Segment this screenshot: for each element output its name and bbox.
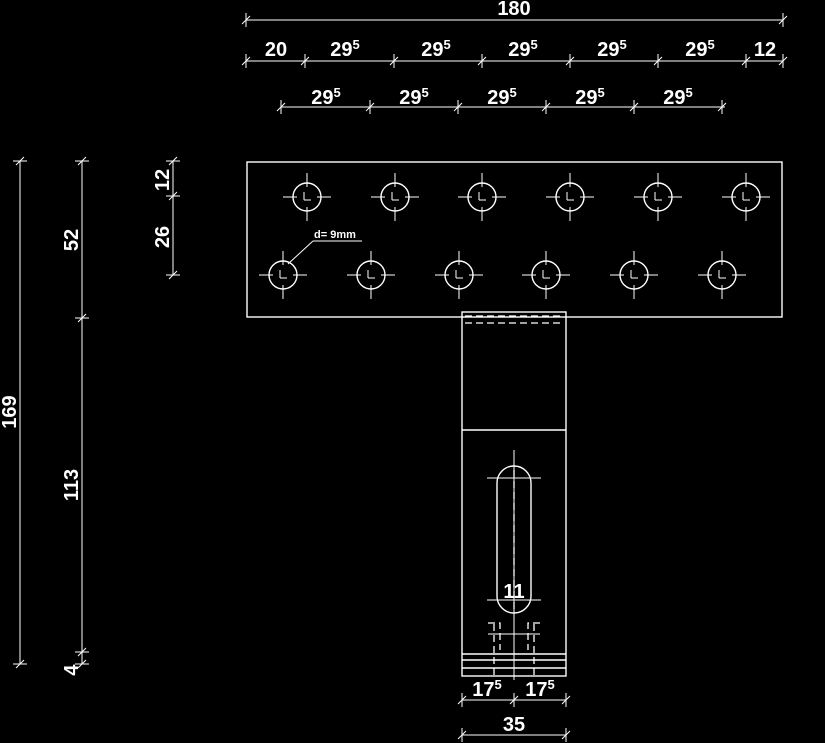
dim-row2-seg-3: 295 xyxy=(575,85,604,109)
dim-row2-seg-4: 295 xyxy=(663,85,692,109)
dim-row1-seg-3: 295 xyxy=(508,37,537,61)
svg-text:20: 20 xyxy=(265,39,287,61)
stem-lower-details xyxy=(488,622,540,676)
svg-text:295: 295 xyxy=(487,85,516,109)
svg-text:295: 295 xyxy=(399,85,428,109)
dim-row1-seg-0: 20 xyxy=(265,39,287,61)
dim-stem-width-label: 35 xyxy=(503,714,525,736)
dim-bottom-halves: 175 175 xyxy=(457,677,571,707)
adjustment-slot: 11 xyxy=(487,450,541,680)
dim-row1-seg-4: 295 xyxy=(597,37,626,61)
svg-text:295: 295 xyxy=(575,85,604,109)
svg-text:295: 295 xyxy=(330,37,359,61)
dim-plate-height-label: 52 xyxy=(61,229,83,251)
dim-row2-seg-2: 295 xyxy=(487,85,516,109)
dim-row1-seg-2: 295 xyxy=(421,37,450,61)
hole-9 xyxy=(522,251,570,299)
svg-text:295: 295 xyxy=(663,85,692,109)
dim-row1-seg-6: 12 xyxy=(754,39,776,61)
dim-row1: 20 295 295 295 295 295 12 xyxy=(241,37,788,68)
hole-diameter-callout: d= 9mm xyxy=(287,229,362,265)
slot-width-label: 11 xyxy=(503,581,524,603)
dim-hole-rows: 12 26 xyxy=(152,156,180,280)
dim-row2-seg-0: 295 xyxy=(311,85,340,109)
dim-row1-seg-5: 295 xyxy=(685,37,714,61)
hole-1 xyxy=(371,173,419,221)
dim-row2: 295 295 295 295 295 xyxy=(276,85,727,114)
dim-stem-height-label: 113 xyxy=(61,469,83,501)
hole-10 xyxy=(610,251,658,299)
dim-row1-seg-1: 295 xyxy=(330,37,359,61)
hole-5 xyxy=(722,173,770,221)
dim-half-right-label: 175 xyxy=(525,677,554,701)
dim-overall-height: 169 xyxy=(0,156,27,669)
dim-overall-width-label: 180 xyxy=(497,0,530,20)
dim-row2-seg-1: 295 xyxy=(399,85,428,109)
hole-3 xyxy=(546,173,594,221)
hole-0 xyxy=(283,173,331,221)
hole-8 xyxy=(435,251,483,299)
hole-4 xyxy=(634,173,682,221)
svg-text:12: 12 xyxy=(754,39,776,61)
hole-diameter-label: d= 9mm xyxy=(314,229,356,241)
dim-bottom-label: 4 xyxy=(61,664,83,676)
svg-text:295: 295 xyxy=(597,37,626,61)
hole-6 xyxy=(259,251,307,299)
hole-2 xyxy=(458,173,506,221)
dim-hole-row1-offset-label: 12 xyxy=(152,169,174,191)
dim-half-left-label: 175 xyxy=(472,677,501,701)
svg-text:295: 295 xyxy=(685,37,714,61)
dim-hole-row-spacing-label: 26 xyxy=(152,226,174,248)
hole-11 xyxy=(698,251,746,299)
dim-overall-width: 180 xyxy=(241,0,788,27)
dim-vertical-parts: 52 113 4 xyxy=(61,156,89,676)
top-plate xyxy=(246,161,783,318)
dim-stem-width: 35 xyxy=(457,714,571,742)
mounting-holes xyxy=(259,173,770,299)
svg-text:295: 295 xyxy=(421,37,450,61)
hole-7 xyxy=(347,251,395,299)
svg-text:295: 295 xyxy=(311,85,340,109)
svg-text:295: 295 xyxy=(508,37,537,61)
dim-overall-height-label: 169 xyxy=(0,395,21,428)
